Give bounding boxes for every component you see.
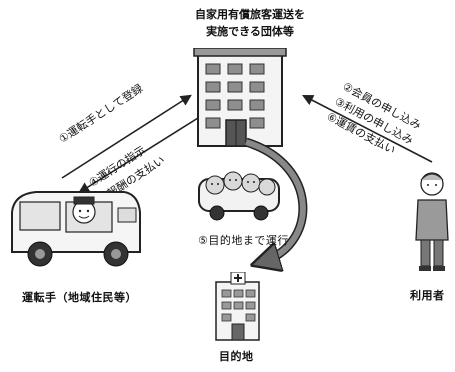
organization-title-line2: 実施できる団体等 (206, 25, 294, 38)
arrow-org-to-driver (78, 117, 199, 194)
user-person-illustration (415, 172, 449, 271)
driver-label: 運転手（地域住民等） (22, 291, 137, 304)
passenger-van-illustration (198, 171, 280, 221)
organization-title-line1: 自家用有償旅客運送を (195, 8, 305, 21)
office-building-illustration (193, 48, 287, 147)
hospital-destination-illustration (215, 272, 260, 341)
arrow-user-to-org (302, 94, 433, 163)
user-label: 利用者 (410, 289, 445, 302)
arrow-driver-to-org (61, 94, 192, 179)
driver-car-illustration (11, 191, 141, 267)
trip-label: ⑤目的地まで運行 (198, 234, 289, 247)
organization-title: 自家用有償旅客運送を 実施できる団体等 (175, 6, 325, 40)
destination-label: 目的地 (219, 350, 254, 363)
